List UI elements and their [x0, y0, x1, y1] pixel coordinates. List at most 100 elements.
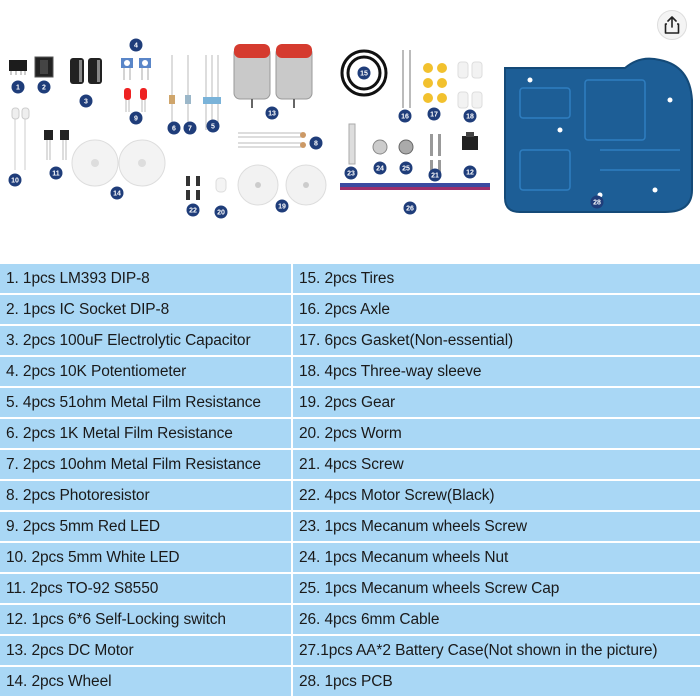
- parts-list-item: 7. 2pcs 10ohm Metal Film Resistance: [0, 450, 291, 479]
- parts-list-item: 28. 1pcs PCB: [293, 667, 700, 696]
- callout-marker: 1: [11, 80, 25, 94]
- tires: [340, 49, 388, 97]
- worm: [215, 177, 227, 193]
- mecanum-screw: [348, 123, 356, 165]
- parts-photo: 1234567891011121314151617181920212223242…: [0, 0, 700, 262]
- wheels: [71, 139, 166, 187]
- parts-list-item: 3. 2pcs 100uF Electrolytic Capacitor: [0, 326, 291, 355]
- callout-number: 22: [189, 208, 197, 215]
- lm393-chip: [9, 60, 27, 75]
- callout-number: 6: [172, 126, 176, 133]
- callout-number: 18: [466, 114, 474, 121]
- parts-list-item: 23. 1pcs Mecanum wheels Screw: [293, 512, 700, 541]
- callout-marker: 20: [214, 205, 228, 219]
- parts-list-item: 13. 2pcs DC Motor: [0, 636, 291, 665]
- callout-number: 10: [11, 178, 19, 185]
- red-leds: [124, 88, 147, 112]
- parts-list-item: 8. 2pcs Photoresistor: [0, 481, 291, 510]
- callout-number: 28: [593, 200, 601, 207]
- callout-number: 12: [466, 170, 474, 177]
- pcb-board: [504, 57, 693, 213]
- parts-list-item: 14. 2pcs Wheel: [0, 667, 291, 696]
- callout-number: 25: [402, 166, 410, 173]
- white-leds: [11, 107, 30, 170]
- self-locking-switch: [462, 132, 478, 150]
- parts-list-item: 10. 2pcs 5mm White LED: [0, 543, 291, 572]
- share-icon: [664, 16, 680, 34]
- parts-list-item: 16. 2pcs Axle: [293, 295, 700, 324]
- callout-number: 11: [52, 171, 60, 178]
- callout-number: 9: [134, 116, 138, 123]
- callout-number: 26: [406, 206, 414, 213]
- callout-marker: 6: [167, 121, 181, 135]
- dc-motors: [233, 44, 313, 108]
- callout-number: 4: [134, 43, 138, 50]
- callout-marker: 5: [206, 119, 220, 133]
- callout-number: 21: [431, 173, 439, 180]
- electrolytic-capacitors: [70, 58, 102, 84]
- photoresistors: [238, 132, 306, 148]
- callout-marker: 13: [265, 106, 279, 120]
- callout-marker: 9: [129, 111, 143, 125]
- parts-list-item: 21. 4pcs Screw: [293, 450, 700, 479]
- callout-number: 13: [268, 111, 276, 118]
- callout-marker: 7: [183, 121, 197, 135]
- parts-list-item: 9. 2pcs 5mm Red LED: [0, 512, 291, 541]
- callout-marker: 18: [463, 109, 477, 123]
- parts-list-item: 11. 2pcs TO-92 S8550: [0, 574, 291, 603]
- screws: [430, 134, 441, 174]
- callout-marker: 26: [403, 201, 417, 215]
- callout-marker: 11: [49, 166, 63, 180]
- callout-marker: 4: [129, 38, 143, 52]
- parts-list-item: 5. 4pcs 51ohm Metal Film Resistance: [0, 388, 291, 417]
- axles: [402, 50, 411, 108]
- callout-number: 3: [84, 99, 88, 106]
- callout-number: 14: [113, 191, 121, 198]
- share-button[interactable]: [657, 10, 687, 40]
- parts-list-item: 22. 4pcs Motor Screw(Black): [293, 481, 700, 510]
- callout-marker: 23: [344, 166, 358, 180]
- callout-number: 15: [360, 71, 368, 78]
- parts-list-item: 20. 2pcs Worm: [293, 419, 700, 448]
- callout-marker: 14: [110, 186, 124, 200]
- gaskets: [423, 63, 447, 103]
- parts-list-item: 15. 2pcs Tires: [293, 264, 700, 293]
- callout-marker: 19: [275, 199, 289, 213]
- callout-marker: 24: [373, 161, 387, 175]
- parts-list-item: 17. 6pcs Gasket(Non-essential): [293, 326, 700, 355]
- callout-number: 23: [347, 171, 355, 178]
- parts-list-item: 6. 2pcs 1K Metal Film Resistance: [0, 419, 291, 448]
- callout-marker: 25: [399, 161, 413, 175]
- parts-list-item: 18. 4pcs Three-way sleeve: [293, 357, 700, 386]
- callout-marker: 28: [590, 195, 604, 209]
- callout-marker: 21: [428, 168, 442, 182]
- callout-marker: 2: [37, 80, 51, 94]
- parts-list-item: 25. 1pcs Mecanum wheels Screw Cap: [293, 574, 700, 603]
- callout-number: 8: [314, 141, 318, 148]
- parts-list-item: 24. 1pcs Mecanum wheels Nut: [293, 543, 700, 572]
- callout-number: 5: [211, 124, 215, 131]
- parts-list-item: 27.1pcs AA*2 Battery Case(Not shown in t…: [293, 636, 700, 665]
- callout-number: 2: [42, 85, 46, 92]
- callout-number: 16: [401, 114, 409, 121]
- parts-list-item: 19. 2pcs Gear: [293, 388, 700, 417]
- motor-screws: [186, 176, 200, 200]
- ic-socket: [34, 56, 54, 78]
- callout-number: 20: [217, 210, 225, 217]
- callout-number: 19: [278, 204, 286, 211]
- callout-marker: 8: [309, 136, 323, 150]
- parts-list-item: 4. 2pcs 10K Potentiometer: [0, 357, 291, 386]
- callout-number: 17: [430, 112, 438, 119]
- cable: [340, 183, 490, 190]
- callout-marker: 10: [8, 173, 22, 187]
- parts-list-item: 2. 1pcs IC Socket DIP-8: [0, 295, 291, 324]
- parts-list-item: 12. 1pcs 6*6 Self-Locking switch: [0, 605, 291, 634]
- parts-list-item: 26. 4pcs 6mm Cable: [293, 605, 700, 634]
- parts-list-item: 1. 1pcs LM393 DIP-8: [0, 264, 291, 293]
- callout-number: 1: [16, 85, 20, 92]
- callout-number: 24: [376, 166, 384, 173]
- callout-marker: 3: [79, 94, 93, 108]
